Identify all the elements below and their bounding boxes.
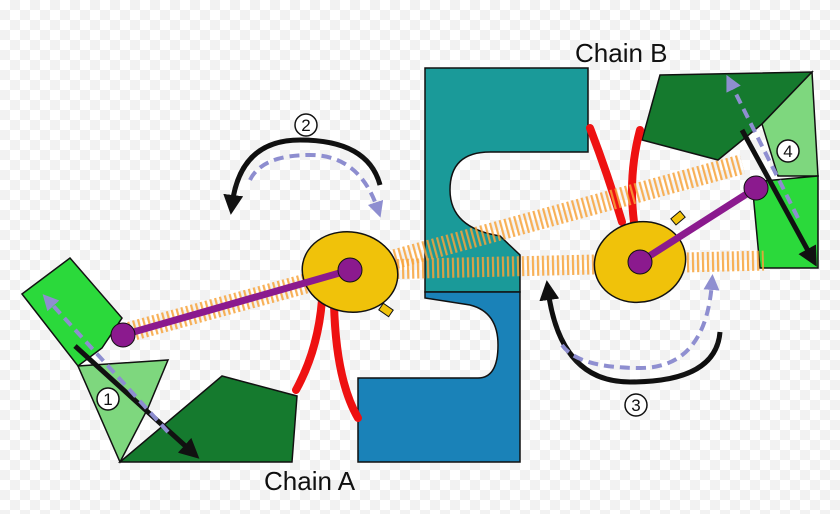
lower-blue-block bbox=[357, 291, 521, 463]
arrow-step-2 bbox=[223, 137, 384, 218]
arrow-step-3 bbox=[539, 274, 723, 385]
step-badge-1: 1 bbox=[96, 387, 120, 411]
step-number-2: 2 bbox=[301, 116, 310, 135]
red-links-left bbox=[292, 296, 362, 422]
spring-upper bbox=[122, 154, 745, 343]
step-number-3: 3 bbox=[631, 396, 640, 415]
arrow-step-4 bbox=[726, 74, 817, 267]
step-badge-2: 2 bbox=[294, 113, 318, 137]
chain-a-dark-green-piece bbox=[117, 375, 298, 463]
chain-a-light-green-piece bbox=[76, 359, 170, 464]
chain-a-label: Chain A bbox=[264, 466, 356, 496]
rod-left bbox=[110, 257, 363, 348]
red-links-right bbox=[586, 124, 644, 226]
chain-a-bright-green-piece bbox=[20, 256, 123, 368]
arrow-step-1 bbox=[42, 294, 200, 459]
rod-right bbox=[627, 175, 769, 275]
step-number-4: 4 bbox=[783, 142, 792, 161]
chain-b-label: Chain B bbox=[575, 38, 668, 68]
step-badge-3: 3 bbox=[624, 393, 648, 417]
step-number-1: 1 bbox=[103, 390, 112, 409]
chain-b-dark-green-piece bbox=[641, 71, 814, 161]
step-badge-4: 4 bbox=[776, 139, 800, 163]
